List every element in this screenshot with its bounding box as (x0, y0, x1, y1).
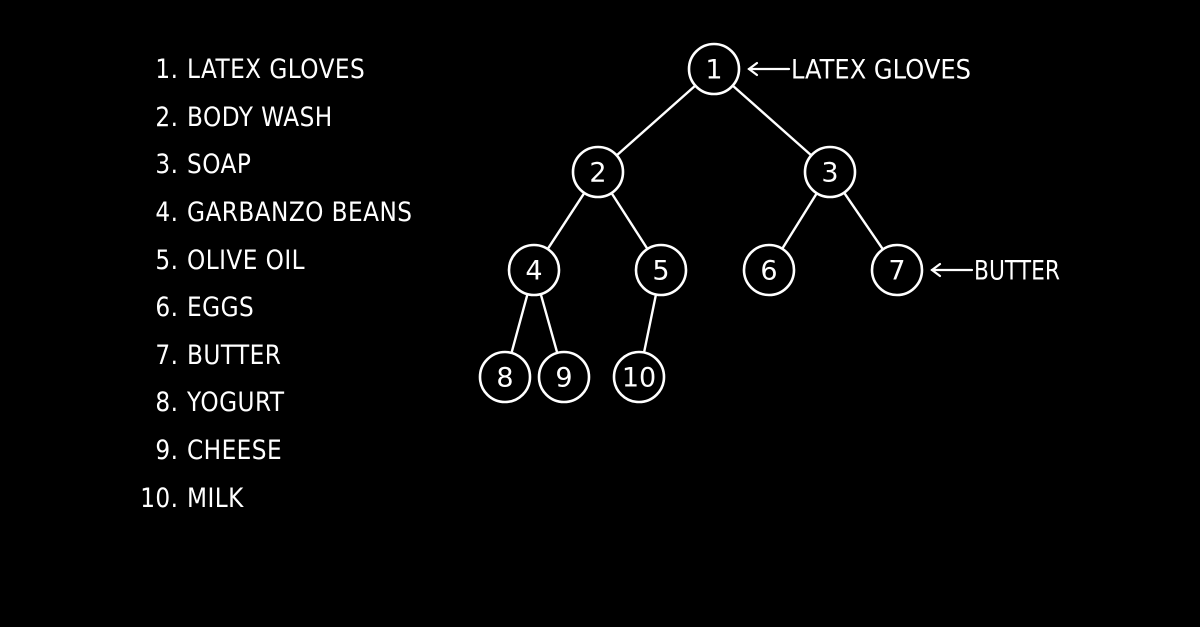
tree-node-label: 6 (760, 256, 777, 287)
list-item-label: YOGURT (187, 387, 285, 419)
list-item: 7. BUTTER (132, 332, 424, 380)
tree-node-circle (571, 145, 625, 199)
tree-edge-4-8 (510, 292, 529, 355)
list-item: 1. LATEX GLOVES (132, 46, 424, 94)
tree-edge-1-3 (731, 84, 813, 157)
numbered-list: 1. LATEX GLOVES 2. BODY WASH 3. SOAP 4. … (132, 46, 472, 522)
tree-edge-1-2 (615, 84, 697, 157)
list-item-number: 3. (155, 149, 179, 181)
list-item-number: 10. (140, 482, 179, 514)
list-item-label: BUTTER (187, 339, 282, 371)
tree-node-3: 3 (803, 145, 857, 199)
tree-node-8: 8 (478, 350, 532, 404)
tree-node-1: 1 (687, 42, 741, 96)
tree-edge-5-10 (642, 293, 658, 354)
tree-edge-3-6 (781, 192, 818, 250)
list-item-label: LATEX GLOVES (187, 54, 366, 86)
tree-node-circle (803, 145, 857, 199)
list-item-number: 4. (155, 197, 179, 229)
list-item-label: EGGS (187, 292, 255, 324)
tree-node-circle (537, 350, 591, 404)
tree-edge-4-9 (539, 292, 559, 355)
tree-node-label: 5 (652, 256, 669, 287)
tree-node-label: 8 (496, 363, 513, 394)
tree-node-circle (478, 350, 532, 404)
tree-node-label: 7 (888, 256, 905, 287)
list-item-number: 8. (155, 387, 179, 419)
tree-node-6: 6 (742, 243, 796, 297)
tree-node-7: 7 (870, 243, 924, 297)
tree-edge-3-7 (842, 191, 885, 251)
tree-edge-2-4 (546, 191, 586, 251)
list-item-number: 9. (155, 435, 179, 467)
list-item-number: 1. (155, 54, 179, 86)
tree-node-circle (742, 243, 796, 297)
list-item: 8. YOGURT (132, 379, 424, 427)
annotation-label: LATEX GLOVES (791, 55, 971, 86)
list-item-label: CHEESE (187, 435, 283, 467)
list-item-label: MILK (187, 482, 244, 514)
list-item-label: BODY WASH (187, 101, 333, 133)
list-item-label: GARBANZO BEANS (187, 197, 413, 229)
tree-node-9: 9 (537, 350, 591, 404)
arrow-left-icon (930, 262, 942, 278)
list-item-number: 5. (155, 244, 179, 276)
list-item: 6. EGGS (132, 284, 424, 332)
list-item-label: OLIVE OIL (187, 244, 305, 276)
list-item-number: 2. (155, 101, 179, 133)
tree-node-2: 2 (571, 145, 625, 199)
list-item: 2. BODY WASH (132, 94, 424, 142)
list-item-number: 6. (155, 292, 179, 324)
list-item: 10. MILK (132, 474, 424, 522)
tree-node-label: 10 (622, 363, 656, 394)
arrow-left-icon (747, 61, 759, 77)
tree-node-label: 4 (525, 256, 542, 287)
tree-node-10: 10 (612, 350, 666, 404)
tree-node-circle (870, 243, 924, 297)
tree-edges (510, 84, 885, 355)
tree-nodes: 1 2 3 4 5 6 7 8 9 10 (478, 42, 924, 404)
tree-annotations: LATEX GLOVES BUTTER (747, 55, 1060, 287)
tree-node-circle (507, 243, 561, 297)
list-item-label: SOAP (187, 149, 252, 181)
tree-node-circle (612, 350, 666, 404)
list-item-number: 7. (155, 339, 179, 371)
annotation-node-1: LATEX GLOVES (747, 55, 971, 86)
list-item: 4. GARBANZO BEANS (132, 189, 424, 237)
tree-node-5: 5 (634, 243, 688, 297)
list-item: 3. SOAP (132, 141, 424, 189)
tree-node-label: 3 (821, 158, 838, 189)
tree-node-circle (634, 243, 688, 297)
annotation-node-7: BUTTER (930, 256, 1060, 287)
list-item: 9. CHEESE (132, 427, 424, 475)
tree-node-label: 2 (589, 158, 606, 189)
tree-node-circle (687, 42, 741, 96)
annotation-label: BUTTER (974, 256, 1060, 287)
tree-edge-2-5 (610, 191, 649, 251)
tree-node-label: 1 (705, 55, 722, 86)
list-item: 5. OLIVE OIL (132, 236, 424, 284)
tree-node-label: 9 (555, 363, 572, 394)
tree-node-4: 4 (507, 243, 561, 297)
